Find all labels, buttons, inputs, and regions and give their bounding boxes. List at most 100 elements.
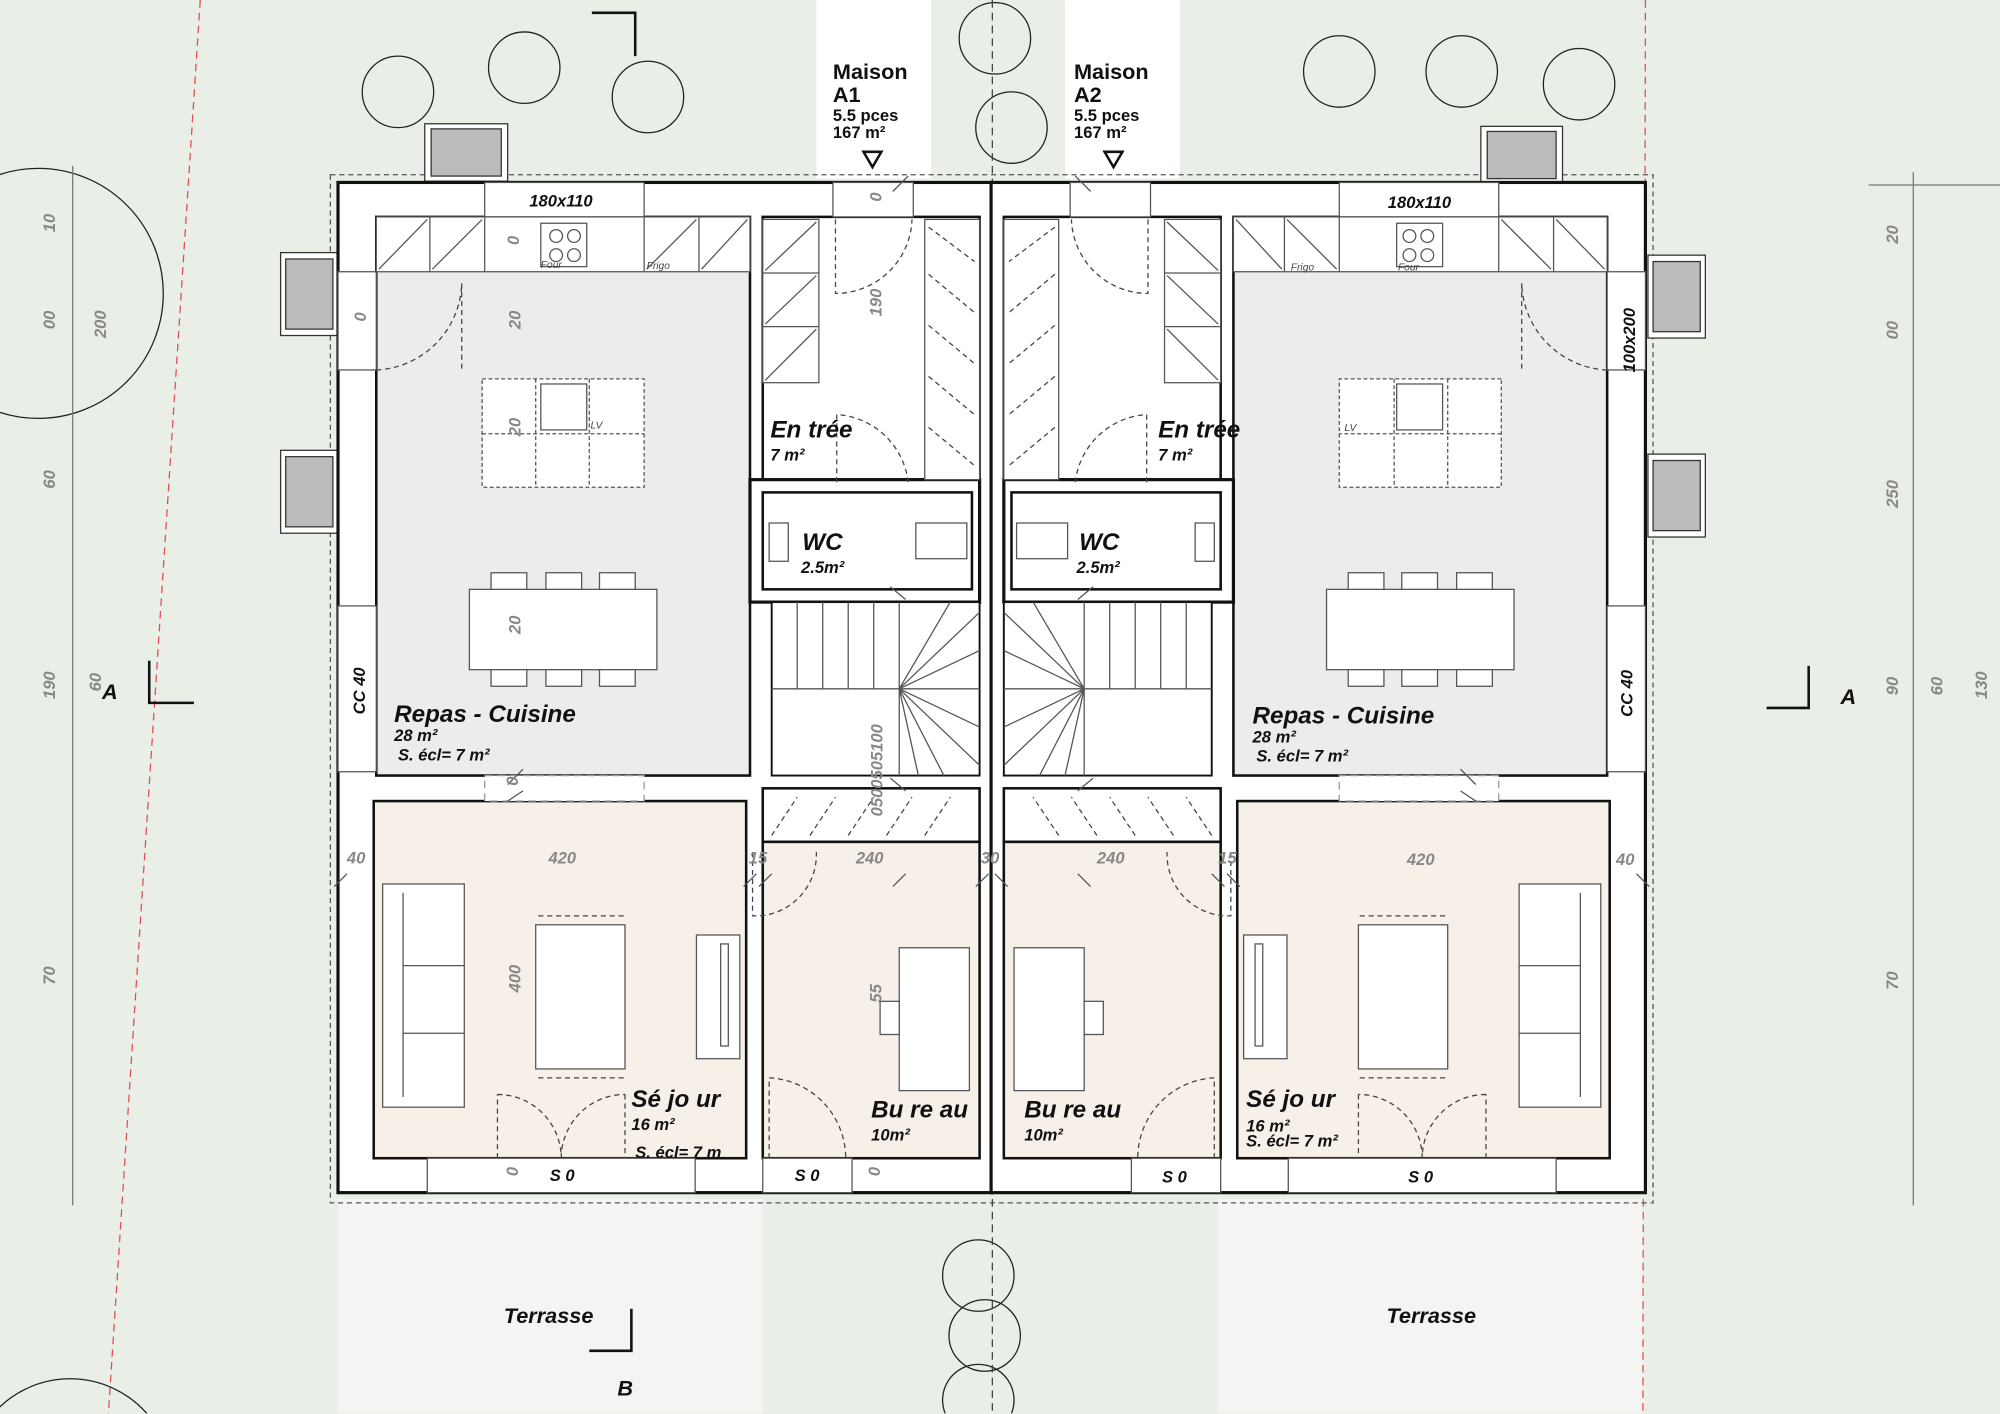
room-area: 10m² <box>871 1125 910 1144</box>
terrace-right <box>1218 1199 1643 1414</box>
room-area: 7 m² <box>770 446 805 465</box>
svg-text:20: 20 <box>505 310 524 330</box>
svg-text:10: 10 <box>40 213 59 232</box>
room-name: Sé jo ur <box>631 1086 721 1113</box>
light-wells <box>279 123 1706 538</box>
dimensions-left: 10 00 200 60 190 60 70 <box>40 213 110 985</box>
sink-label: LV <box>591 421 604 432</box>
svg-text:90: 90 <box>1883 676 1902 695</box>
svg-text:60: 60 <box>86 672 105 691</box>
svg-text:0: 0 <box>351 311 370 321</box>
trees <box>0 1 1616 1414</box>
dimensions-right: 20 00 250 90 60 130 70 <box>1883 224 1991 989</box>
room-name: WC <box>1079 529 1120 556</box>
house-a1-label: Maison A1 5.5 pces 167 m² <box>833 59 908 170</box>
house-area: 167 m² <box>833 123 886 142</box>
room-labels-a2: En trée 7 m² WC 2.5m² Repas - Cuisine 28… <box>1024 417 1434 1151</box>
room-name: Sé jo ur <box>1246 1086 1336 1113</box>
svg-text:200: 200 <box>91 310 110 339</box>
svg-text:00: 00 <box>1883 320 1902 339</box>
window-label: CC 40 <box>1618 669 1637 717</box>
svg-text:70: 70 <box>40 966 59 985</box>
house-a2-plan <box>989 174 1651 1195</box>
svg-text:0500505100: 0500505100 <box>868 723 887 816</box>
section-label-a: A <box>1840 684 1857 709</box>
room-name: Bu re au <box>1024 1096 1121 1123</box>
fridge-label: Frigo <box>1291 262 1315 273</box>
section-marker-a-left <box>147 660 194 705</box>
room-area: 16 m² <box>631 1115 675 1134</box>
room-name: En trée <box>770 417 852 444</box>
svg-text:0: 0 <box>504 235 523 245</box>
property-line-left <box>107 0 201 1414</box>
room-area: 2.5m² <box>800 558 845 577</box>
svg-text:40: 40 <box>346 849 366 868</box>
room-area: 2.5m² <box>1076 558 1121 577</box>
entrance-triangle-icon <box>1102 150 1125 170</box>
svg-text:30: 30 <box>981 849 1000 868</box>
access-path-a2 <box>1065 0 1180 179</box>
room-area: 10m² <box>1024 1125 1063 1144</box>
room-name: Repas - Cuisine <box>394 701 576 728</box>
svg-text:S 0: S 0 <box>1162 1167 1188 1186</box>
house-area: 167 m² <box>1074 123 1127 142</box>
terrace-label: Terrasse <box>1386 1303 1476 1328</box>
svg-text:00: 00 <box>40 310 59 329</box>
svg-text:20: 20 <box>1883 224 1902 244</box>
svg-text:0: 0 <box>865 1166 884 1176</box>
window-label: 100x200 <box>1620 307 1639 372</box>
window-label: CC 40 <box>350 667 369 715</box>
section-marker-top <box>591 11 637 57</box>
svg-text:130: 130 <box>1972 671 1991 699</box>
window-label: 180x110 <box>529 192 593 211</box>
svg-text:190: 190 <box>866 288 885 316</box>
entrance-triangle-icon <box>861 150 884 170</box>
room-name: Bu re au <box>871 1096 968 1123</box>
room-name: WC <box>802 529 843 556</box>
section-label-a: A <box>101 679 118 704</box>
svg-text:0: 0 <box>503 1166 522 1176</box>
svg-text:240: 240 <box>1096 849 1125 868</box>
room-light: S. écl= 7 m² <box>1246 1132 1338 1151</box>
svg-text:20: 20 <box>505 417 524 437</box>
house-a1-plan <box>332 174 994 1195</box>
oven-label: Four <box>541 260 563 271</box>
svg-text:0: 0 <box>866 192 885 202</box>
svg-text:15: 15 <box>749 849 768 868</box>
room-area: 28 m² <box>1252 727 1297 746</box>
house-rooms: 5.5 pces <box>833 106 898 125</box>
svg-text:190: 190 <box>40 671 59 699</box>
access-path-a1 <box>816 0 932 179</box>
svg-text:55: 55 <box>866 983 885 1002</box>
fridge-label: Frigo <box>647 261 671 272</box>
svg-text:15: 15 <box>1218 849 1237 868</box>
svg-text:70: 70 <box>1883 971 1902 990</box>
house-rooms: 5.5 pces <box>1074 106 1139 125</box>
room-name: Repas - Cuisine <box>1253 702 1435 729</box>
svg-text:60: 60 <box>1928 676 1947 695</box>
section-marker-a-right <box>1766 665 1810 710</box>
house-name: Maison <box>833 59 908 84</box>
terrace-label: Terrasse <box>504 1303 594 1328</box>
oven-label: Four <box>1398 262 1420 273</box>
svg-text:60: 60 <box>40 469 59 488</box>
room-area: 28 m² <box>393 726 438 745</box>
sink-label: LV <box>1344 423 1357 434</box>
room-labels-a1: En trée 7 m² WC 2.5m² Repas - Cuisine 28… <box>393 417 968 1163</box>
svg-text:0: 0 <box>503 776 522 786</box>
dimensions-interior: 40 420 15 240 30 240 15 420 40 20 20 20 … <box>346 192 1635 1176</box>
svg-text:420: 420 <box>547 849 576 868</box>
section-marker-b <box>589 1308 633 1353</box>
svg-text:40: 40 <box>1615 850 1635 869</box>
house-a2-label: Maison A2 5.5 pces 167 m² <box>1074 59 1149 170</box>
sill-labels: S 0 S 0 S 0 S 0 <box>550 1166 1434 1186</box>
svg-text:S 0: S 0 <box>795 1166 821 1185</box>
svg-text:420: 420 <box>1406 850 1435 869</box>
house-unit: A2 <box>1074 82 1102 107</box>
room-light: S. écl= 7 m² <box>398 745 490 764</box>
room-light: S. écl= 7 m² <box>1256 747 1348 766</box>
svg-text:20: 20 <box>505 615 524 635</box>
room-name: En trée <box>1158 417 1240 444</box>
section-label-b: B <box>617 1375 633 1400</box>
house-unit: A1 <box>833 82 861 107</box>
